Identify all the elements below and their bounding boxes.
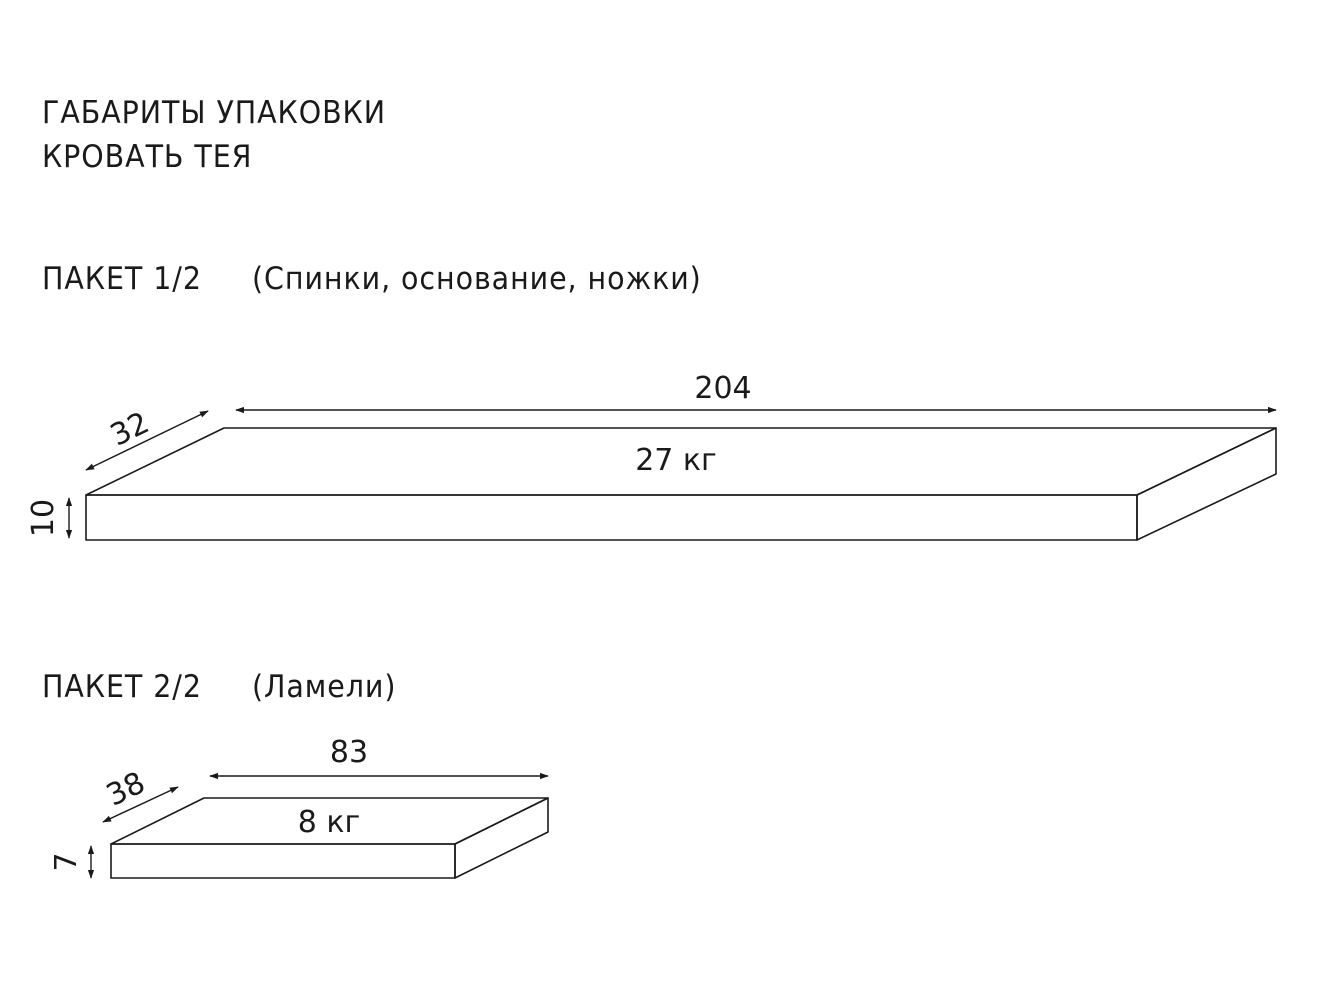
package-2-depth-arrow [102,786,179,823]
package-1-label: ПАКЕТ 1/2 [42,261,202,297]
package-1-length-label: 204 [694,371,751,406]
package-2-label: ПАКЕТ 2/2 [42,669,202,705]
package-2-depth-label: 38 [101,765,151,813]
package-1-side-face [1136,427,1277,541]
package-1-height-label: 10 [26,499,61,537]
package-1-depth-arrow [85,410,209,471]
package-2-contents: (Ламели) [252,669,397,705]
package-1-weight-label: 27 кг [635,443,717,478]
package-2-height-label: 7 [49,852,84,871]
package-1-depth-label: 32 [105,405,155,453]
package-2-side-face [454,797,549,879]
package-2-length-label: 83 [330,735,368,770]
package-2-weight-label: 8 кг [298,805,361,840]
package-1-contents: (Спинки, основание, ножки) [252,261,702,297]
title-line-2: КРОВАТЬ ТЕЯ [42,139,253,175]
package-2-front-face [110,843,456,879]
title-line-1: ГАБАРИТЫ УПАКОВКИ [42,95,386,131]
package-1-front-face [85,494,1138,541]
package-2-box [110,797,549,879]
